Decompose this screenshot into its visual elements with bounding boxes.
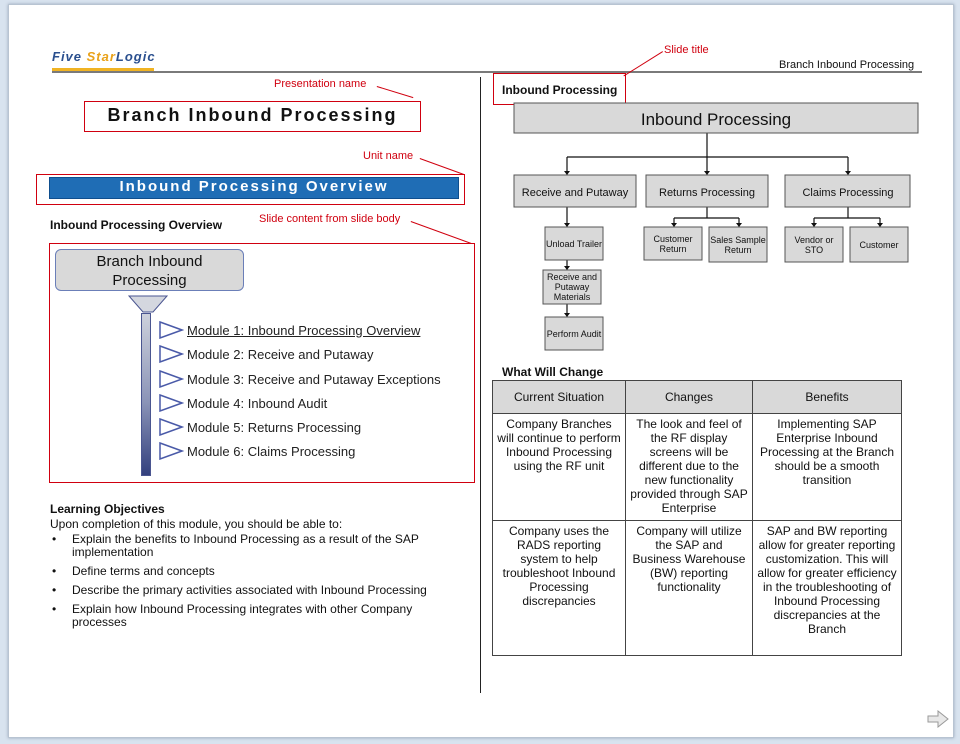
next-arrow-icon[interactable] [927,710,949,728]
module-item[interactable]: Module 6: Claims Processing [158,441,355,461]
header-divider [52,71,922,73]
overview-heading: Inbound Processing Overview [50,218,223,232]
what-will-change-heading: What Will Change [502,365,604,379]
column-header: Benefits [752,380,902,414]
table-cell: Company Branches will continue to perfor… [492,413,626,521]
callout-unit-name: Unit name [363,150,414,162]
column-divider [480,77,481,693]
objective-item: Describe the primary activities associat… [50,584,455,598]
org-leaf-box [544,316,604,351]
callout-slide-content: Slide content from slide body [259,213,401,225]
module-item[interactable]: Module 3: Receive and Putaway Exceptions [158,369,441,389]
org-leaf: Customer Return [653,233,693,254]
funnel-shape [128,295,168,313]
org-leaf-box [784,226,844,263]
table-header-row: Current Situation Changes Benefits [492,380,902,414]
triangle-right-icon [159,442,184,460]
objective-item: Explain how Inbound Processing integrate… [50,603,455,629]
triangle-right-icon [159,418,184,436]
callout-line [419,158,466,176]
header-title: Branch Inbound Processing [779,59,915,71]
branch-inbound-box: Branch Inbound Processing [55,249,244,291]
slide-title: Inbound Processing [502,83,618,97]
column-header: Changes [625,380,753,414]
what-will-change-table: Current Situation Changes Benefits Compa… [492,380,902,656]
unit-name-bar [49,177,459,199]
org-leaf-box [544,226,604,261]
objectives-list: Explain the benefits to Inbound Processi… [50,533,455,635]
module-label: Module 2: Receive and Putaway [187,346,374,362]
org-branch-box [784,174,911,208]
org-leaf: Customer [859,239,899,250]
triangle-right-icon [159,370,184,388]
unit-name: Inbound Processing Overview [119,178,389,195]
inbound-org-chart: Inbound Processing Receive and Putaway R… [513,102,919,351]
callout-presentation-name: Presentation name [274,78,367,90]
org-leaf-box [542,269,602,305]
objectives-intro: Upon completion of this module, you shou… [50,517,343,531]
column-header: Current Situation [492,380,626,414]
module-label: Module 3: Receive and Putaway Exceptions [187,371,441,387]
module-progress-tube [141,313,151,476]
objective-item: Define terms and concepts [50,565,455,579]
org-leaf: Receive and Putaway Materials [546,272,598,302]
triangle-right-icon [159,394,184,412]
table-cell: Implementing SAP Enterprise Inbound Proc… [752,413,902,521]
org-leaf: Unload Trailer [545,238,603,249]
org-leaf: Perform Audit [546,328,602,339]
org-leaf: Vendor or STO [794,234,834,255]
module-label: Module 1: Inbound Processing Overview [187,322,421,338]
triangle-right-icon [159,345,184,363]
document-page: Five StarLogic Branch Inbound Processing… [8,4,954,738]
presentation-name: Branch Inbound Processing [107,105,398,125]
unit-name-box [36,174,465,205]
table-cell: SAP and BW reporting allow for greater r… [752,520,902,656]
org-branch-box [645,174,769,208]
callout-line [410,221,472,244]
org-leaf-box [643,226,703,261]
module-label: Module 4: Inbound Audit [187,395,328,411]
objective-item: Explain the benefits to Inbound Processi… [50,533,455,559]
triangle-right-icon [159,321,184,339]
module-label: Module 6: Claims Processing [187,443,356,459]
logo-underline [52,68,154,71]
module-item[interactable]: Module 5: Returns Processing [158,417,361,437]
org-leaf-box [708,226,768,263]
org-leaf: Sales Sample Return [710,234,766,255]
table-cell: Company will utilize the SAP and Busines… [625,520,753,656]
presentation-name-box [84,101,421,132]
slide-content-box [49,243,475,483]
module-label: Module 5: Returns Processing [187,419,362,435]
org-leaf-box [849,226,909,263]
module-item[interactable]: Module 4: Inbound Audit [158,393,327,413]
objectives-heading: Learning Objectives [50,502,165,516]
org-branch: Claims Processing [802,187,893,199]
callout-slide-title: Slide title [664,44,709,56]
five-star-logic-logo: Five StarLogic [52,49,156,64]
table-cell: The look and feel of the RF display scre… [625,413,753,521]
org-root-box [513,102,919,134]
org-root: Inbound Processing [641,110,791,129]
org-branch: Receive and Putaway [522,187,629,199]
module-item[interactable]: Module 1: Inbound Processing Overview [158,320,420,340]
table-cell: Company uses the RADS reporting system t… [492,520,626,656]
org-branch-box [513,174,637,208]
table-row: Company Branches will continue to perfor… [492,413,902,521]
module-item[interactable]: Module 2: Receive and Putaway [158,344,373,364]
org-branch: Returns Processing [659,187,755,199]
callout-line [376,86,414,99]
table-row: Company uses the RADS reporting system t… [492,520,902,656]
